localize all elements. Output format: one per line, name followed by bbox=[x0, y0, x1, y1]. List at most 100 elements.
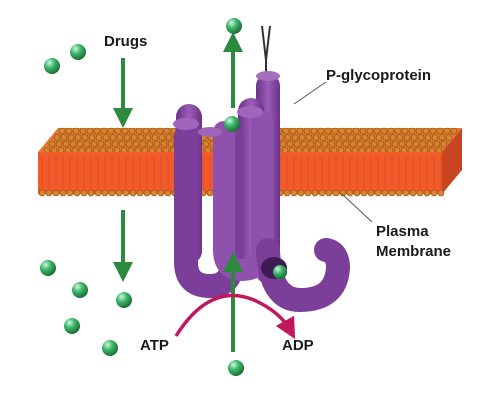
lipid-head bbox=[109, 134, 117, 141]
lipid-head bbox=[325, 189, 333, 197]
lipid-head bbox=[102, 134, 110, 141]
lipid-head bbox=[291, 134, 299, 141]
plasma-membrane bbox=[38, 127, 462, 197]
lipid-head bbox=[88, 134, 96, 141]
lipid-head bbox=[86, 127, 94, 135]
lipid-head bbox=[370, 140, 378, 148]
lipid-head bbox=[76, 140, 84, 148]
lipid-head bbox=[382, 134, 390, 141]
lipid-head bbox=[153, 140, 161, 148]
arrows bbox=[113, 32, 296, 352]
lipid-head bbox=[128, 127, 136, 135]
lipid-head bbox=[347, 134, 355, 141]
lipid-head bbox=[423, 189, 431, 197]
lipid-head bbox=[353, 189, 361, 197]
lipid-head bbox=[167, 140, 175, 148]
lipid-head bbox=[122, 189, 130, 197]
lipid-head bbox=[342, 140, 350, 148]
atp-to-adp-arrow bbox=[174, 293, 296, 340]
lipid-head bbox=[433, 140, 441, 148]
lipid-head bbox=[59, 189, 67, 197]
drug-molecule bbox=[116, 292, 132, 308]
lipid-head bbox=[279, 140, 287, 148]
lipid-head bbox=[95, 134, 103, 141]
lipid-head bbox=[417, 134, 425, 141]
lipid-head bbox=[290, 189, 298, 197]
drug-molecule bbox=[40, 260, 56, 276]
lipid-head bbox=[375, 134, 383, 141]
lipid-head bbox=[422, 127, 430, 135]
lipid-head bbox=[429, 127, 437, 135]
lipid-head bbox=[381, 189, 389, 197]
lipid-head bbox=[419, 140, 427, 148]
lipid-head bbox=[396, 134, 404, 141]
lipid-head bbox=[395, 189, 403, 197]
lipid-head bbox=[58, 127, 66, 135]
lipid-head bbox=[366, 127, 374, 135]
lipid-head bbox=[132, 140, 140, 148]
plasma-membrane-label-line1: Plasma bbox=[376, 223, 429, 240]
lipid-head bbox=[286, 140, 294, 148]
lipid-head bbox=[356, 140, 364, 148]
lipid-head bbox=[135, 127, 143, 135]
lipid-head bbox=[160, 140, 168, 148]
lipid-head bbox=[136, 189, 144, 197]
lipid-head bbox=[81, 134, 89, 141]
lipid-head bbox=[143, 189, 151, 197]
lipid-head bbox=[83, 140, 91, 148]
lipid-head bbox=[65, 127, 73, 135]
lipid-head bbox=[74, 134, 82, 141]
lipid-head bbox=[55, 140, 63, 148]
lipid-head bbox=[340, 134, 348, 141]
lipid-head bbox=[53, 134, 61, 141]
drugs-label: Drugs bbox=[104, 33, 147, 50]
lipid-head bbox=[284, 134, 292, 141]
lipid-head bbox=[130, 134, 138, 141]
lipid-head bbox=[100, 127, 108, 135]
lipid-head bbox=[359, 127, 367, 135]
lipid-head bbox=[165, 134, 173, 141]
lipid-head bbox=[144, 134, 152, 141]
lipid-head bbox=[111, 140, 119, 148]
lipid-head bbox=[38, 189, 46, 197]
plasma-membrane-label-line2: Membrane bbox=[376, 243, 451, 260]
lipid-head bbox=[151, 134, 159, 141]
lipid-head bbox=[137, 134, 145, 141]
drug-molecule bbox=[72, 282, 88, 298]
lipid-head bbox=[321, 140, 329, 148]
lipid-head bbox=[430, 189, 438, 197]
lipid-head bbox=[52, 189, 60, 197]
lipid-head bbox=[297, 189, 305, 197]
lipid-head bbox=[307, 140, 315, 148]
lipid-head bbox=[368, 134, 376, 141]
lipid-head bbox=[319, 134, 327, 141]
lipid-heads-bottom bbox=[38, 189, 445, 197]
lipid-head bbox=[424, 134, 432, 141]
lipid-head bbox=[303, 127, 311, 135]
lipid-head bbox=[139, 140, 147, 148]
lipid-head bbox=[339, 189, 347, 197]
lipid-head bbox=[104, 140, 112, 148]
drug-molecule bbox=[102, 340, 118, 356]
lipid-head bbox=[361, 134, 369, 141]
lipid-head bbox=[346, 189, 354, 197]
lipid-head bbox=[349, 140, 357, 148]
lipid-head bbox=[310, 127, 318, 135]
lipid-head bbox=[367, 189, 375, 197]
lipid-head bbox=[72, 127, 80, 135]
lipid-head bbox=[374, 189, 382, 197]
lipid-head bbox=[431, 134, 439, 141]
lipid-head bbox=[398, 140, 406, 148]
lipid-head bbox=[116, 134, 124, 141]
lipid-head bbox=[450, 127, 458, 135]
lipid-head bbox=[45, 189, 53, 197]
lipid-head bbox=[389, 134, 397, 141]
drug-molecule bbox=[70, 44, 86, 60]
lipid-head bbox=[402, 189, 410, 197]
lipid-head bbox=[443, 127, 451, 135]
lipid-head bbox=[380, 127, 388, 135]
lipid-head bbox=[363, 140, 371, 148]
drug-molecule bbox=[224, 116, 240, 132]
lipid-head bbox=[296, 127, 304, 135]
lipid-head bbox=[80, 189, 88, 197]
